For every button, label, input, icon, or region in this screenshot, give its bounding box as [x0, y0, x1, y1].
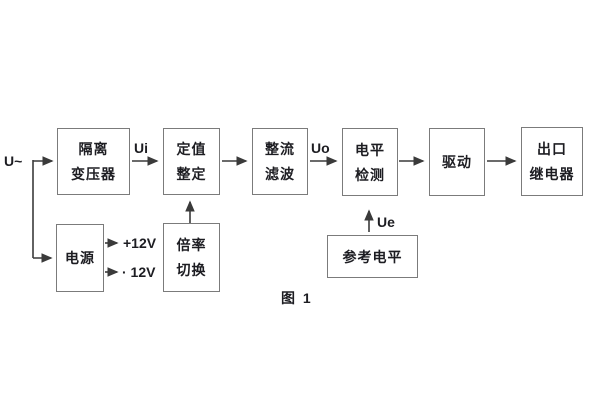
block-label: 隔离 [78, 141, 109, 157]
signal-uo-label: Uo [311, 140, 330, 156]
block-label: 整定 [176, 166, 207, 182]
signal-ue-label: Ue [377, 214, 395, 230]
rail-positive-12v-label: +12V [123, 235, 157, 251]
figure-caption: 图 1 [281, 290, 313, 306]
block-ratio-switch: 倍率 切换 [163, 223, 220, 292]
block-label: 电源 [65, 250, 95, 266]
block-label: 参考电平 [342, 248, 403, 265]
block-label: 倍率 [176, 237, 207, 253]
block-isolation-transformer: 隔离 变压器 [57, 128, 130, 195]
block-level-detection: 电平 检测 [342, 128, 398, 196]
block-power-supply: 电源 [56, 224, 104, 292]
block-output-relay: 出口 继电器 [521, 127, 583, 196]
block-reference-level: 参考电平 [327, 235, 418, 278]
block-drive: 驱动 [429, 128, 485, 196]
block-label: 电平 [355, 141, 385, 158]
block-setting-adjust: 定值 整定 [163, 128, 220, 195]
block-label: 出口 [537, 141, 567, 157]
signal-ui-label: Ui [134, 140, 148, 156]
block-rectifier-filter: 整流 滤波 [252, 128, 308, 195]
rail-negative-12v-label: · 12V [122, 264, 156, 280]
block-label: 滤波 [265, 166, 295, 182]
block-label: 驱动 [442, 154, 472, 170]
block-label: 检测 [355, 166, 385, 183]
source-voltage-label: U~ [4, 153, 23, 169]
block-label: 定值 [176, 141, 207, 157]
block-label: 继电器 [529, 166, 575, 182]
block-label: 切换 [176, 262, 207, 278]
block-label: 变压器 [71, 166, 116, 182]
block-label: 整流 [265, 141, 295, 157]
